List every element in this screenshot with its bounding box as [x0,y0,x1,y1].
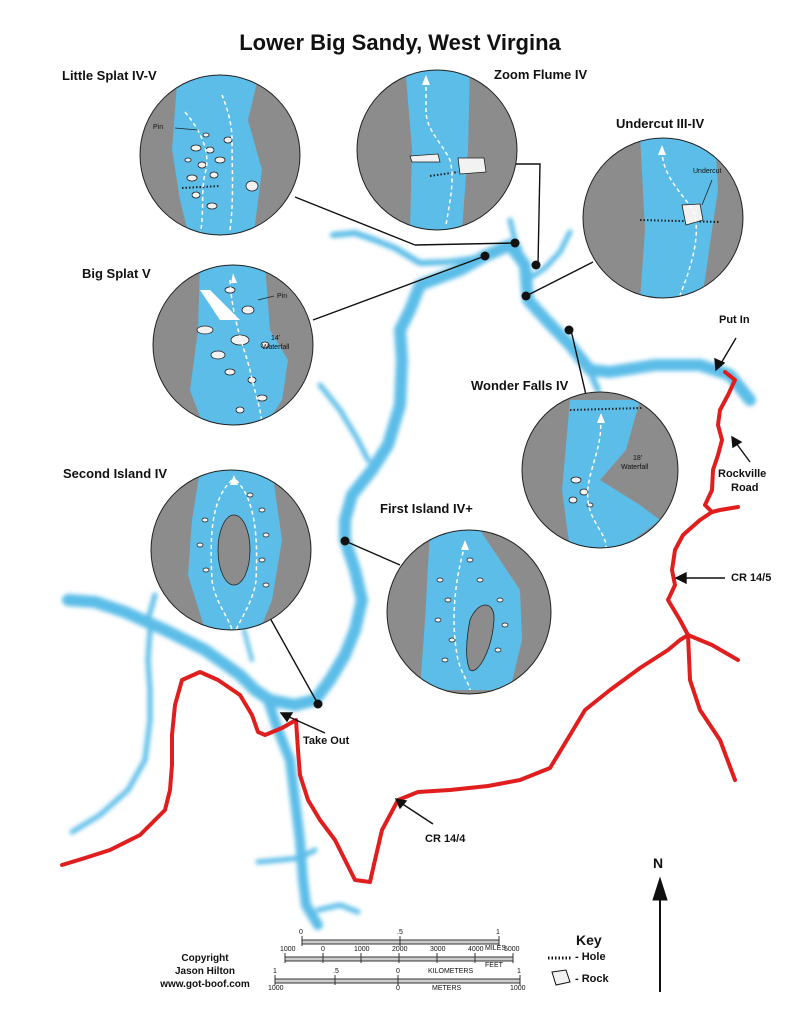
scale-miles-label: MILES [485,945,507,952]
key-symbols [548,956,572,986]
inset-zoom-flume [356,69,518,231]
tributary-east-put-in [587,369,601,393]
inset-pin-label-1: Pin [153,124,164,131]
scale-feet-tick-0: 1000 [280,946,296,953]
north-label: N [653,855,664,871]
annotation-arrows [279,337,751,825]
road-network [60,370,740,884]
marker-undercut [521,291,531,301]
rockville-road-label-2: Road [731,482,759,494]
tributary-west-1 [69,627,153,835]
key-title: Key [576,932,602,948]
scale-meters-label: METERS [432,985,462,992]
marker-second-island [313,699,323,709]
inset-pin-label-2: Pin [277,293,288,300]
big-sandy-main-river [62,239,756,711]
inset-waterfall-18-sub: Waterfall [621,464,649,471]
inset-undercut-label: Undercut [693,168,722,175]
rapid-label-second-island: Second Island IV [63,466,168,481]
rapid-label-first-island: First Island IV+ [380,501,473,516]
scale-km-label: KILOMETERS [428,968,474,975]
cr-14-4-label: CR 14/4 [425,833,466,845]
scale-km-tick-1: .5 [333,968,339,975]
inset-big-splat [152,264,314,426]
north-arrow [652,876,668,992]
inset-waterfall-14-label: 14' [271,335,281,342]
rockville-road-label-1: Rockville [718,468,767,480]
inset-second-island [150,469,312,631]
inset-first-island [386,529,552,695]
scale-miles-tick-2: 1 [496,929,500,936]
map-title: Lower Big Sandy, West Virgina [239,30,561,55]
tributary-west-3 [242,628,254,662]
rapid-label-zoom-flume: Zoom Flume IV [494,67,588,82]
river-network [62,217,756,930]
scale-meters-tick-2: 1000 [510,985,526,992]
tributary-upper-left [330,230,481,266]
tributary-upper-right [527,229,573,281]
scale-feet-tick-6: 5000 [504,946,520,953]
cr-14-5-label: CR 14/5 [731,572,772,584]
scale-feet-tick-2: 1000 [354,946,370,953]
scale-feet-tick-4: 3000 [430,946,446,953]
road-cr-14-5-east-spur [686,633,740,662]
scale-miles-tick-1: .5 [397,929,403,936]
key-rock-label: - Rock [575,973,609,985]
rock-symbol-icon [551,969,571,986]
marker-little-splat [510,238,520,248]
scale-meters-tick-0: 1000 [268,985,284,992]
inset-waterfall-14-sub: Waterfall [262,344,290,351]
marker-first-island [340,536,350,546]
scale-meters-tick-1: 0 [396,985,400,992]
tributary-south-east [315,902,361,915]
marker-big-splat [480,251,490,261]
copyright-line-2: Jason Hilton [174,966,235,977]
rapid-label-little-splat: Little Splat IV-V [62,68,157,83]
take-out-label: Take Out [303,735,350,747]
scale-feet-tick-3: 2000 [392,946,408,953]
scale-km-tick-2: 0 [396,968,400,975]
road-cr-14-5-south-spur [686,633,737,782]
rapid-label-big-splat: Big Splat V [82,266,151,281]
inset-wonder-falls [521,391,679,549]
scale-km-tick-0: 1 [273,968,277,975]
marker-zoom-flume [531,260,541,270]
river-south-stretch [263,695,323,930]
inset-little-splat [139,74,301,236]
scale-feet-tick-1: 0 [321,946,325,953]
put-in-label: Put In [719,314,750,326]
scale-bar [274,936,521,985]
scale-feet-tick-5: 4000 [468,946,484,953]
scale-miles-tick-0: 0 [299,929,303,936]
inset-waterfall-18-label: 18' [633,455,643,462]
tributary-big-splat [317,382,371,463]
tributary-west-2 [145,592,158,623]
copyright-block: Copyright Jason Hilton www.got-boof.com [140,952,270,991]
key-hole-label: - Hole [575,951,606,963]
copyright-line-3: www.got-boof.com [160,979,250,990]
inset-undercut [582,137,744,299]
marker-wonder-falls [564,325,574,335]
scale-km-tick-3: 1 [517,968,521,975]
rapid-label-undercut: Undercut III-IV [616,116,705,131]
scale-feet-label: FEET [485,962,503,969]
rapid-label-wonder-falls: Wonder Falls IV [471,378,569,393]
rapid-markers [313,238,574,709]
copyright-line-1: Copyright [181,953,229,964]
tributary-south [255,847,318,865]
